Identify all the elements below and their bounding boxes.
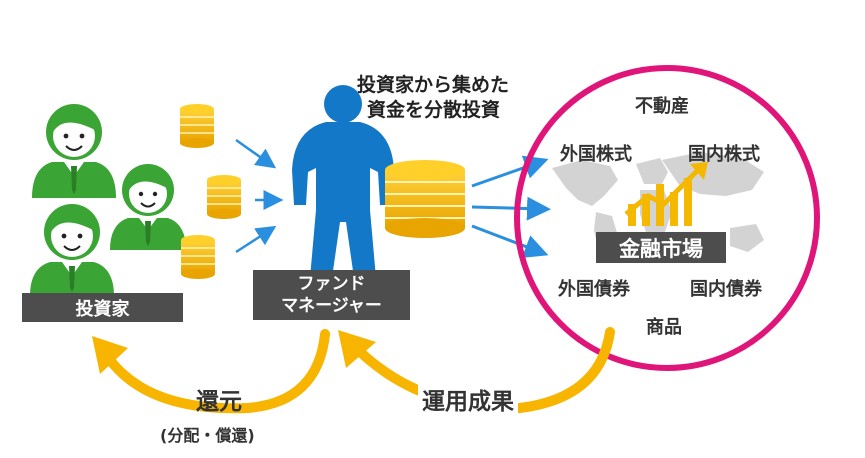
inflow-arrows <box>235 138 284 254</box>
investment-result-label: 運用成果 <box>418 382 518 416</box>
result-arrow <box>349 327 615 414</box>
investors-label: 投資家 <box>22 293 183 322</box>
repayment-arrow-head <box>92 336 128 374</box>
coin-stack-small-2 <box>207 175 241 219</box>
outflow-arrow-1 <box>471 155 549 188</box>
financial-market-label: 金融市場 <box>596 232 726 263</box>
inflow-arrow-3 <box>235 225 277 254</box>
result-arrow-head <box>338 330 376 368</box>
repayment-sub-label: (分配・償還) <box>160 426 255 445</box>
outflow-arrow-2 <box>471 196 551 221</box>
outflow-arrow-3 <box>471 224 549 258</box>
market-growth-chart-icon <box>624 162 708 226</box>
investor-person-1 <box>32 104 116 198</box>
market-item-foreign-bonds: 外国債券 <box>558 279 630 300</box>
financial-market-ring <box>514 65 820 371</box>
inflow-arrow-1 <box>235 138 277 169</box>
market-item-domestic-stocks: 国内株式 <box>688 144 760 165</box>
market-item-foreign-stocks: 外国株式 <box>560 144 632 165</box>
fund-manager-label-line1: ファンド <box>297 274 366 294</box>
repayment-arrow <box>105 329 330 414</box>
return-arrows <box>105 327 615 414</box>
caption-line1: 投資家から集めた <box>357 74 510 96</box>
fund-manager-label: ファンド マネージャー <box>253 270 410 320</box>
market-item-real-estate: 不動産 <box>635 96 689 117</box>
coin-stack-small-3 <box>181 235 215 279</box>
coin-stack-large <box>385 160 465 238</box>
repayment-label: 還元 <box>196 389 242 415</box>
fund-manager-label-line2: マネージャー <box>281 296 382 316</box>
coin-stack-small-1 <box>180 104 214 148</box>
market-item-commodities: 商品 <box>646 317 682 338</box>
fund-manager-silhouette-icon <box>292 85 394 278</box>
caption-line2: 資金を分散投資 <box>367 99 501 121</box>
market-item-domestic-bonds: 国内債券 <box>690 279 762 300</box>
outflow-arrows <box>471 155 551 258</box>
investor-people-icon <box>30 104 186 296</box>
investor-person-2 <box>110 164 186 250</box>
investor-person-3 <box>30 204 114 296</box>
